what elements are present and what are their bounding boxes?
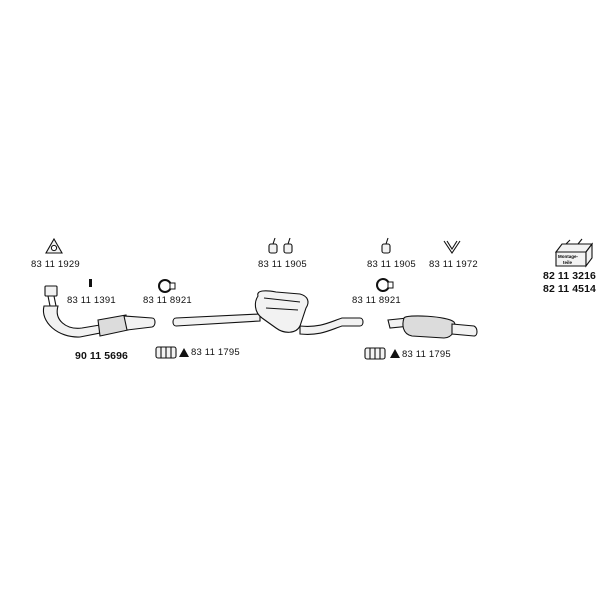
connector-left-icon — [155, 346, 177, 359]
label-kit-1: 82 11 3216 — [543, 270, 596, 282]
label-clamp-right: 83 11 8921 — [352, 295, 401, 306]
connector-right-icon — [364, 347, 386, 360]
label-hangers-mid: 83 11 1905 — [258, 259, 307, 270]
warning-right-icon — [390, 349, 400, 358]
label-hanger-right: 83 11 1905 — [367, 259, 416, 270]
label-gasket: 83 11 1929 — [31, 259, 80, 270]
kit-box-line1: Montage- — [558, 254, 578, 259]
label-front-pipe: 90 11 5696 — [75, 350, 128, 362]
clamp-left-icon — [158, 279, 176, 293]
label-connector-right: 83 11 1795 — [402, 349, 451, 360]
front-pipe-catalyst — [42, 285, 156, 338]
strap-icon — [443, 240, 461, 254]
assembly-kit-box-icon: Montage- teile — [554, 238, 594, 268]
warning-left-icon — [179, 348, 189, 357]
label-strap: 83 11 1972 — [429, 259, 478, 270]
flange-gasket-icon — [45, 237, 63, 254]
label-connector-left: 83 11 1795 — [191, 347, 240, 358]
bolt-icon — [89, 279, 92, 287]
label-bolt: 83 11 1391 — [67, 295, 116, 306]
kit-box-line2: teile — [563, 260, 573, 265]
clamp-right-icon — [376, 278, 394, 292]
rear-silencer — [387, 315, 478, 339]
label-kit-2: 82 11 4514 — [543, 283, 596, 295]
hanger-right-icon — [381, 237, 391, 254]
middle-silencer — [172, 290, 364, 335]
label-clamp-left: 83 11 8921 — [143, 295, 192, 306]
hanger-pair-icon — [268, 237, 293, 254]
